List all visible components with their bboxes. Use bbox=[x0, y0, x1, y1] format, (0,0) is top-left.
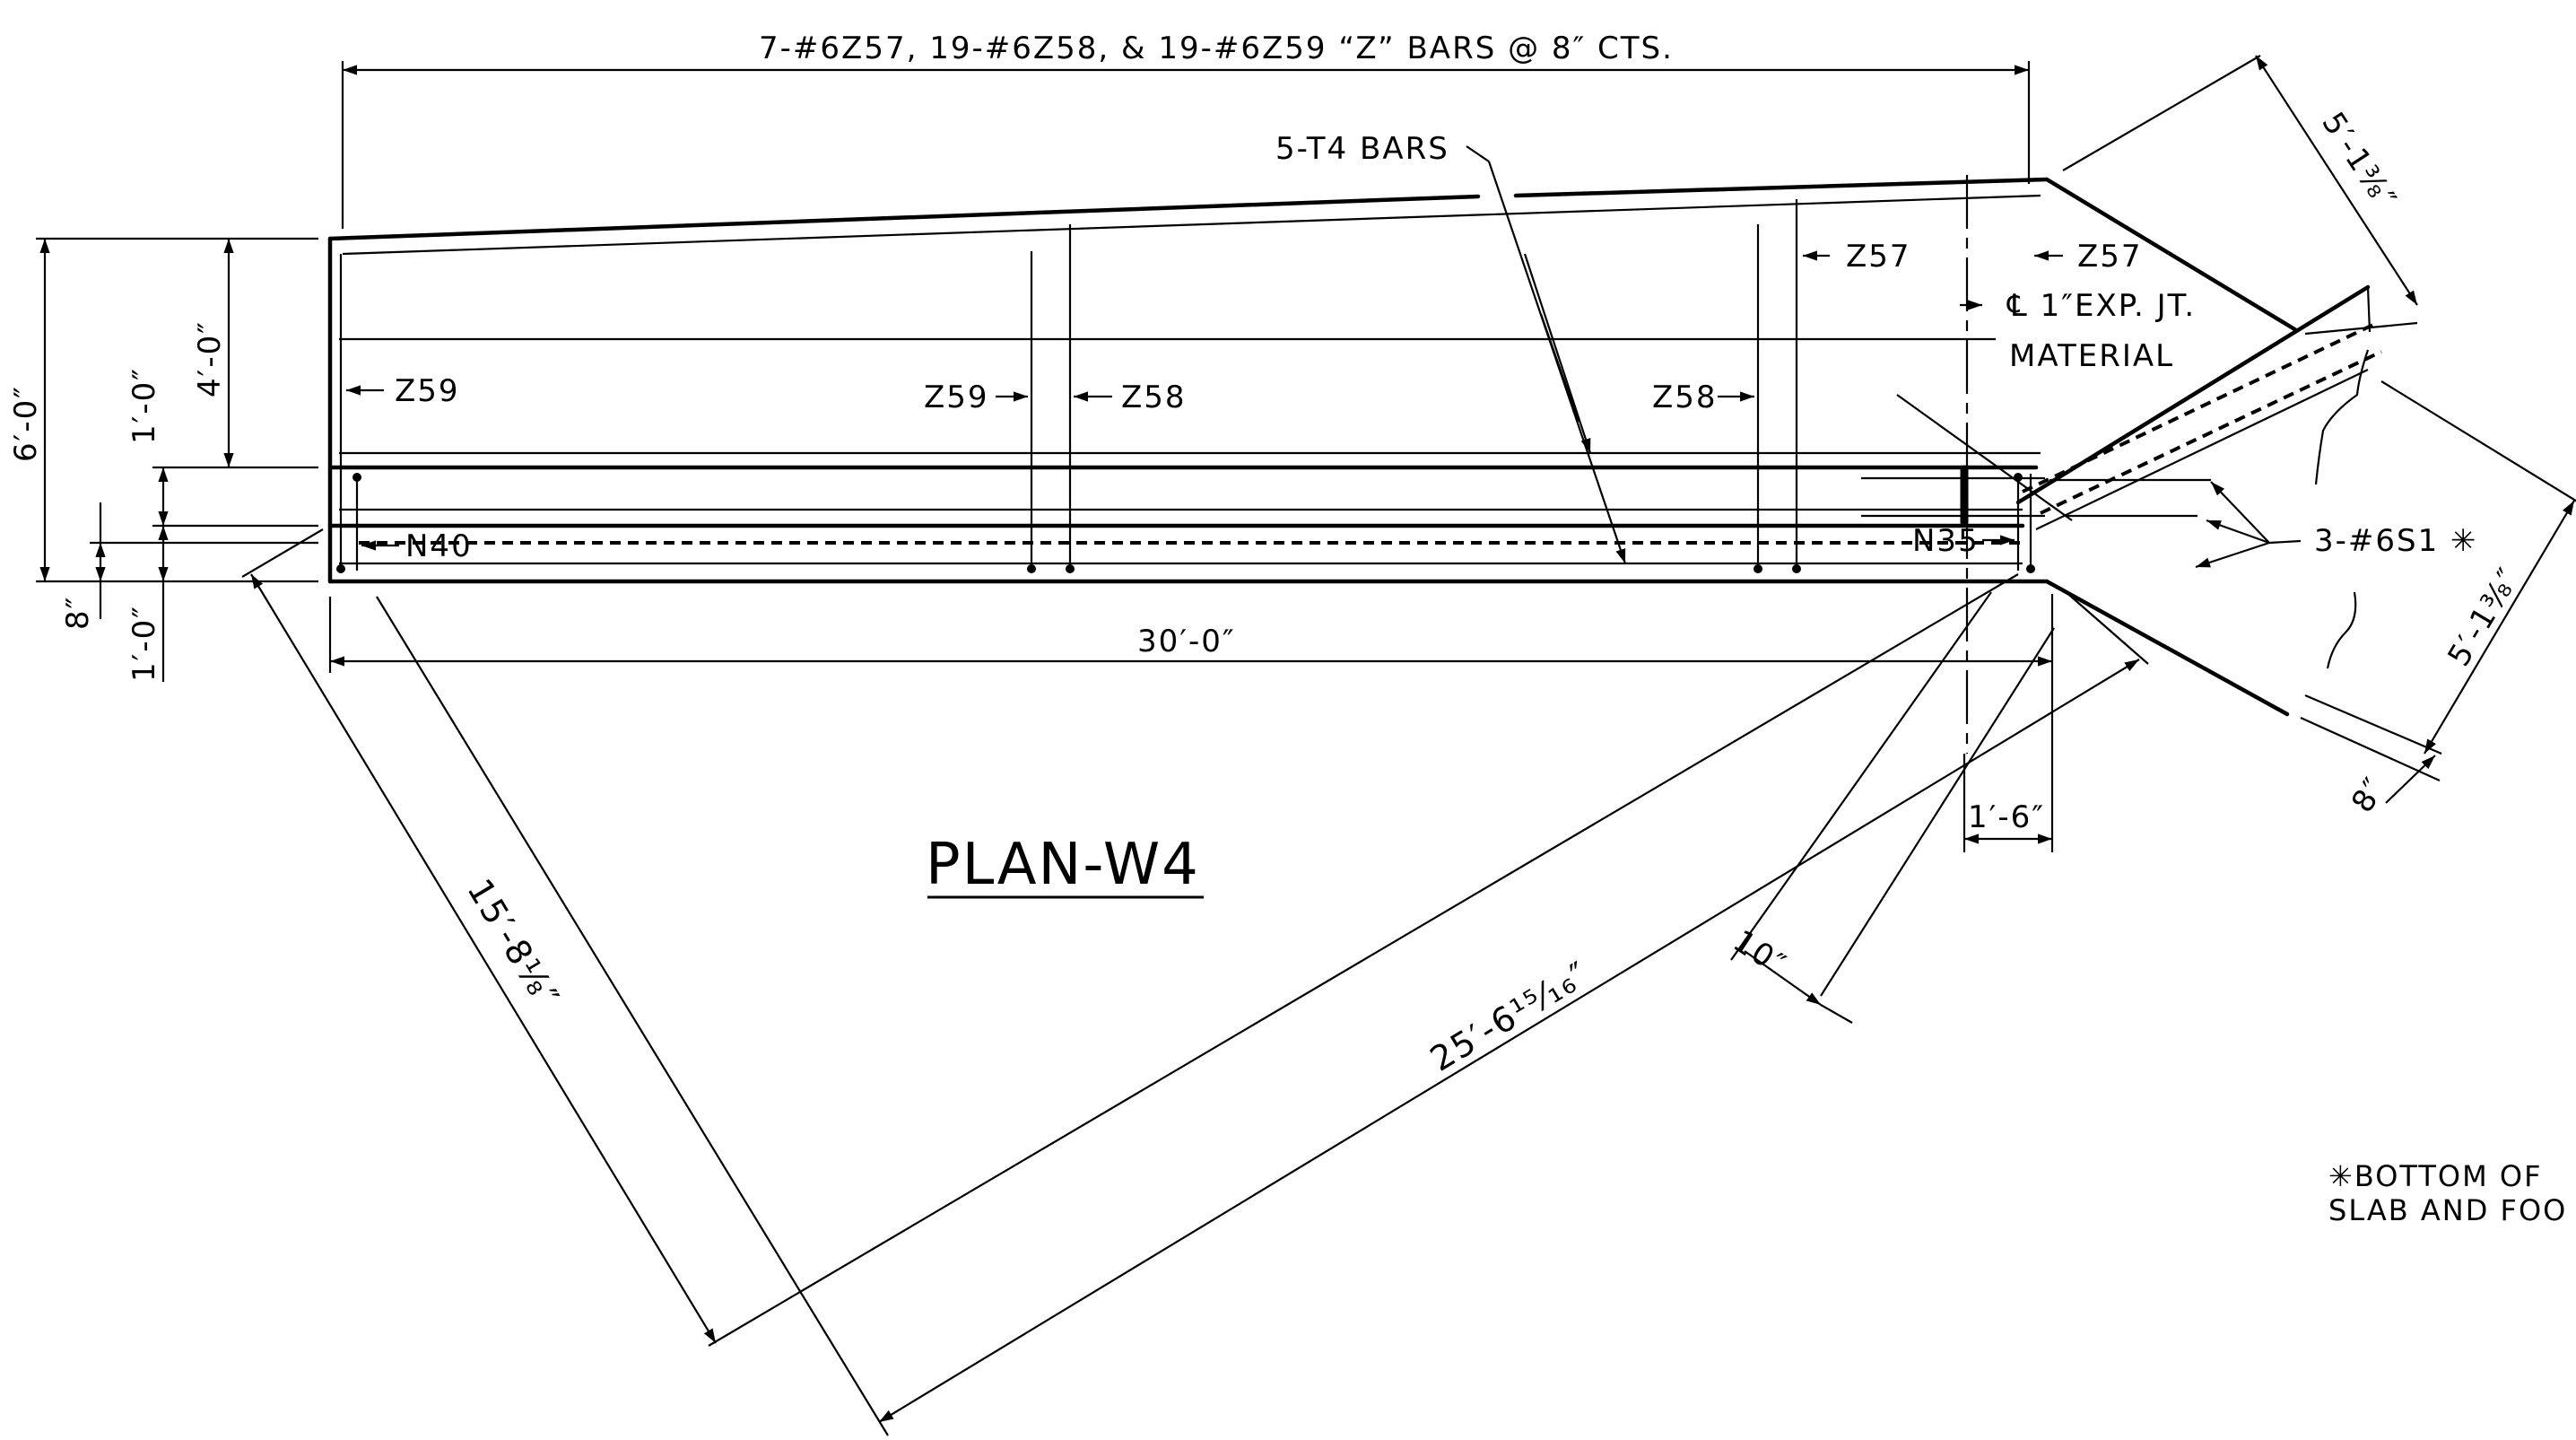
dim-4ft: 4′-0″ bbox=[192, 320, 228, 397]
wall-outline bbox=[327, 177, 2371, 717]
label-n35: N35 bbox=[1912, 523, 1980, 559]
dim-10in: 10″ bbox=[1727, 923, 1793, 983]
break-lines bbox=[2314, 349, 2370, 669]
label-s1: 3-#6S1 ✳ bbox=[2314, 523, 2478, 559]
exp-joint-label: ℄ 1″EXP. JT. bbox=[2006, 288, 2196, 324]
exp-joint-material: MATERIAL bbox=[2009, 338, 2174, 374]
rebar-lines bbox=[336, 194, 2382, 573]
dim-8in-left: 8″ bbox=[60, 596, 96, 630]
dim-6ft: 6′-0″ bbox=[8, 385, 44, 462]
dim-1ft-lower: 1′-0″ bbox=[126, 605, 162, 682]
dim-wing-upper: 5′-1⅜″ bbox=[2314, 106, 2403, 216]
dim-diag-15ft: 15′-8⅛″ bbox=[459, 872, 567, 1016]
dim-8in-right: 8″ bbox=[2345, 771, 2393, 819]
t4-bars-label: 5-T4 BARS bbox=[1275, 131, 1449, 167]
dim-diag-25ft: 25′-6¹⁵⁄₁₆″ bbox=[1423, 954, 1597, 1079]
dim-1ft6: 1′-6″ bbox=[1968, 799, 2045, 835]
label-z59-left: Z59 bbox=[395, 373, 460, 409]
footnote-line2: SLAB AND FOO bbox=[2328, 1193, 2567, 1227]
label-z57-right: Z57 bbox=[2077, 239, 2143, 275]
dim-wing-lower: 5′-1⅜″ bbox=[2441, 561, 2528, 672]
extension-lines bbox=[36, 55, 2576, 1436]
callout-leaders bbox=[346, 145, 2302, 569]
plan-title: PLAN-W4 bbox=[926, 832, 1200, 898]
label-n40: N40 bbox=[405, 528, 473, 564]
footnote-line1: ✳BOTTOM OF bbox=[2328, 1159, 2542, 1193]
top-note: 7-#6Z57, 19-#6Z58, & 19-#6Z59 “Z” BARS @… bbox=[759, 31, 1674, 66]
dim-overall-length: 30′-0″ bbox=[1137, 624, 1236, 659]
dimension-lines bbox=[39, 55, 2575, 1423]
dim-1ft-upper: 1′-0″ bbox=[126, 367, 162, 444]
label-z57-left: Z57 bbox=[1846, 239, 1911, 275]
label-z58-right: Z58 bbox=[1652, 380, 1718, 415]
label-z58-mid: Z58 bbox=[1121, 380, 1187, 415]
label-z59-mid: Z59 bbox=[924, 380, 989, 415]
